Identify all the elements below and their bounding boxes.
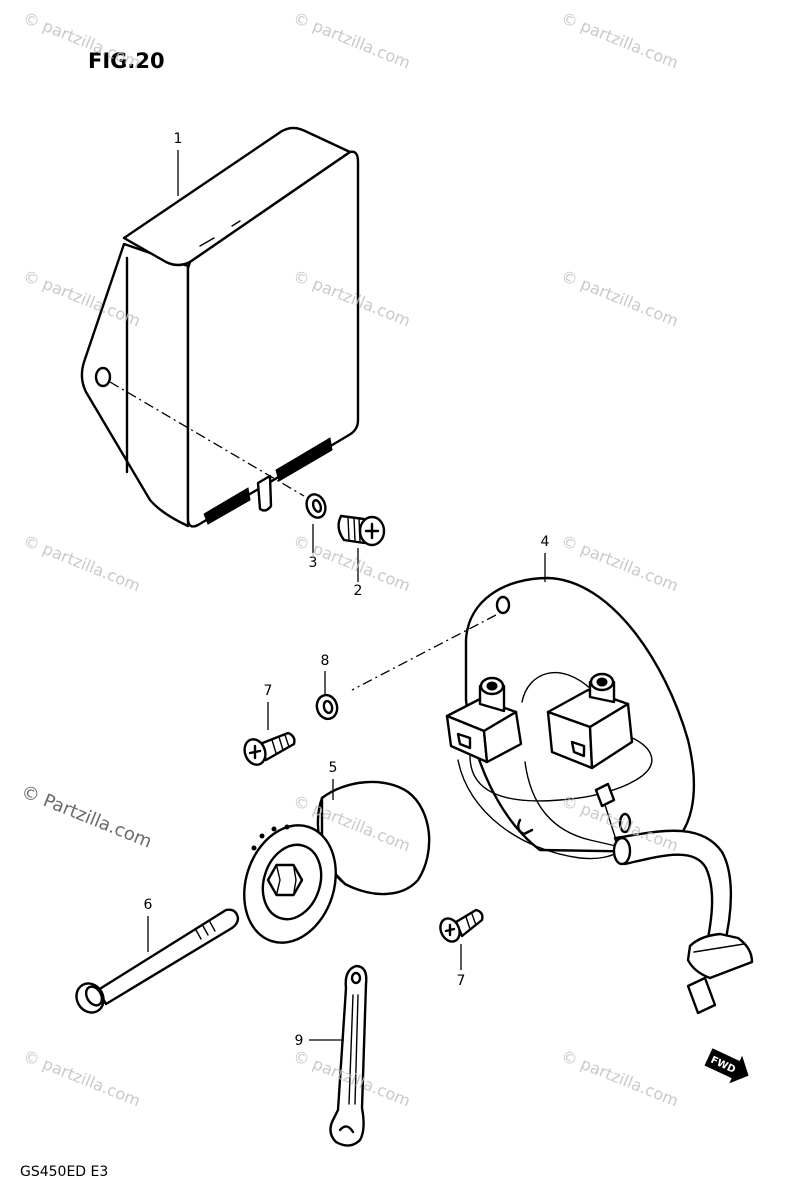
screw-shaft bbox=[258, 731, 296, 762]
bolt-threads bbox=[195, 921, 216, 940]
watermark: © partzilla.com bbox=[559, 1046, 682, 1110]
wire-bottom-b bbox=[524, 761, 617, 847]
igniter-front-face bbox=[186, 150, 360, 528]
part-4-pickup-plate-assembly bbox=[445, 576, 754, 1015]
callout-8: 8 bbox=[321, 653, 330, 669]
igniter-mount-flange bbox=[80, 242, 190, 528]
strap-rib-left bbox=[348, 994, 354, 1105]
flange-notch bbox=[284, 824, 290, 830]
coil-right-lug bbox=[570, 740, 586, 758]
figure-title: FIG.20 bbox=[88, 49, 165, 73]
watermark: © partzilla.com bbox=[559, 8, 682, 72]
watermark: © partzilla.com bbox=[21, 1046, 144, 1110]
part-2-screw bbox=[337, 514, 386, 547]
fwd-arrow-shape bbox=[704, 1048, 749, 1084]
advancer-cylinder-body bbox=[320, 780, 431, 896]
fwd-arrow-icon: FWD bbox=[704, 1048, 749, 1084]
part-3-washer bbox=[305, 493, 327, 519]
part-9-ground-strap bbox=[329, 964, 368, 1147]
part-5-governor-advancer bbox=[243, 780, 431, 944]
cable-grommet bbox=[612, 836, 632, 866]
callout-6: 6 bbox=[144, 897, 153, 913]
wire-left-coil bbox=[469, 755, 611, 802]
flange-notch bbox=[259, 833, 265, 839]
watermark-large: © Partzilla.com bbox=[18, 781, 155, 853]
coil-right-terminal bbox=[596, 677, 608, 687]
callout-7-upper: 7 bbox=[264, 683, 273, 699]
callout-5: 5 bbox=[329, 760, 338, 776]
coil-left-side bbox=[482, 710, 523, 764]
callout-4: 4 bbox=[541, 534, 550, 550]
strap-rib-right bbox=[354, 994, 359, 1105]
connector-edge bbox=[693, 943, 745, 953]
coil-left-lug bbox=[456, 732, 472, 750]
watermark: © partzilla.com bbox=[291, 8, 414, 72]
watermark: © partzilla.com bbox=[559, 266, 682, 330]
strap-body bbox=[329, 964, 368, 1147]
strap-bottom-loop bbox=[338, 1125, 355, 1134]
callout-9: 9 bbox=[295, 1033, 304, 1049]
part-7-screw-lower bbox=[439, 908, 484, 943]
phillips-cross-icon bbox=[248, 744, 262, 760]
part-7-screw-upper bbox=[243, 731, 296, 766]
wire-loop bbox=[521, 672, 593, 703]
model-code: GS450ED E3 bbox=[20, 1164, 108, 1180]
wire-bottom-a bbox=[457, 759, 619, 860]
strap-top-eyelet bbox=[350, 971, 362, 985]
advancer-flange-ring bbox=[261, 843, 323, 921]
leader-dashed-hole-to-washer bbox=[109, 381, 305, 497]
washer-inner bbox=[311, 499, 323, 513]
part-1-igniter-unit bbox=[80, 126, 360, 528]
connector-plug bbox=[686, 976, 717, 1015]
bolt-head bbox=[75, 982, 105, 1014]
part-6-bolt bbox=[75, 908, 240, 1014]
coil-right-side bbox=[588, 702, 634, 770]
plate-hole-lower bbox=[618, 812, 632, 834]
igniter-tab bbox=[256, 474, 273, 512]
watermark: © partzilla.com bbox=[21, 531, 144, 595]
flange-notch bbox=[271, 826, 277, 832]
igniter-mount-hole bbox=[94, 366, 112, 388]
hex-nut-facets bbox=[275, 864, 297, 896]
watermark: © partzilla.com bbox=[21, 8, 144, 72]
wire-sleeve bbox=[594, 782, 616, 808]
part-8-washer bbox=[315, 693, 339, 721]
screw-threads bbox=[465, 913, 477, 930]
screw-threads bbox=[271, 734, 290, 754]
harness-connector bbox=[686, 932, 754, 980]
coil-left-terminal bbox=[486, 681, 498, 691]
flange-notch bbox=[251, 845, 257, 851]
advancer-hex-nut bbox=[266, 863, 304, 897]
wire-right-coil bbox=[605, 735, 653, 793]
screw-shaft bbox=[454, 908, 484, 938]
bolt-shaft bbox=[96, 908, 240, 1006]
plate-hole-upper bbox=[495, 595, 511, 615]
pickup-coil-right bbox=[546, 672, 634, 770]
washer-inner bbox=[322, 699, 334, 715]
igniter-connector-right bbox=[275, 437, 333, 482]
callout-3: 3 bbox=[309, 555, 318, 571]
callout-7-lower: 7 bbox=[457, 973, 466, 989]
pickup-coil-left bbox=[445, 676, 523, 764]
leader-dashed-plate-to-washer bbox=[351, 614, 497, 691]
callout-2: 2 bbox=[354, 583, 363, 599]
igniter-seam-mark bbox=[199, 220, 241, 247]
phillips-cross-icon bbox=[364, 522, 380, 540]
wire-clip bbox=[517, 818, 534, 836]
callout-1: 1 bbox=[174, 131, 183, 147]
screw-shaft bbox=[337, 514, 366, 545]
bolt-head-face bbox=[84, 985, 104, 1007]
igniter-connector-left bbox=[203, 487, 251, 525]
phillips-cross-icon bbox=[444, 923, 456, 937]
